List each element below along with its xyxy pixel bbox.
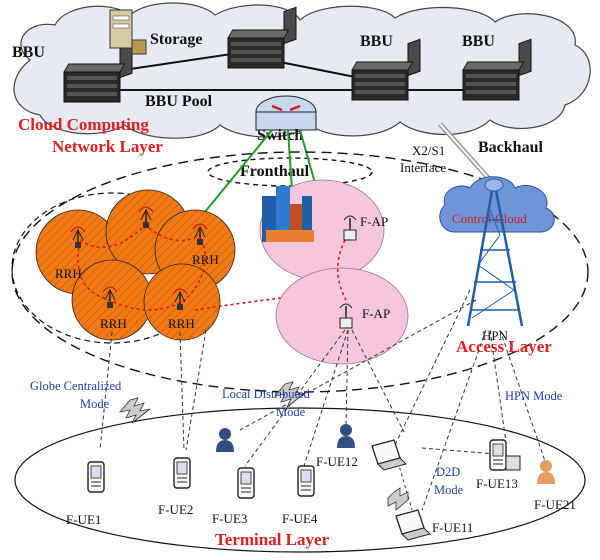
hpn-label: HPN	[482, 328, 509, 343]
ue1-phone-icon	[87, 461, 105, 493]
fronthaul-label: Fronthaul	[240, 163, 310, 180]
bbu-left-label: BBU	[12, 44, 45, 61]
ue12-laptop-icon	[371, 439, 407, 471]
interface-label-1: X2/S1	[412, 143, 445, 158]
ue4-label: F-UE4	[282, 511, 318, 526]
ue2-user-icon	[216, 428, 234, 452]
rrh-cluster	[11, 189, 236, 344]
fronthaul-link-city	[287, 129, 293, 191]
hpn-tower-icon	[466, 178, 524, 327]
globe-mode-label-2: Mode	[80, 397, 110, 411]
rrh-label-1: RRH	[55, 266, 82, 281]
switch-icon	[255, 95, 317, 131]
ue11-laptop-icon	[395, 509, 431, 541]
ue11-label: F-UE11	[432, 520, 473, 535]
d2d-mode-label-1: D2D	[436, 465, 460, 479]
ue12-user-icon	[337, 424, 355, 448]
control-cloud-label: Control Cloud	[452, 211, 527, 226]
bbu-storage-link	[109, 51, 246, 73]
rrh-label-2: RRH	[192, 252, 219, 267]
terminal-layer-boundary	[14, 407, 586, 553]
cloud-layer-label-2: Network Layer	[52, 137, 163, 156]
terminal-layer-label: Terminal Layer	[215, 530, 330, 549]
ue1-label: F-UE1	[66, 512, 101, 527]
ue3-phone-icon	[237, 467, 255, 499]
hpn-mode-label: HPN Mode	[505, 389, 563, 403]
fap-upper-label: F-AP	[360, 214, 388, 229]
control-cloud-icon	[439, 176, 555, 233]
x2-s1-arrow-inner	[439, 123, 491, 181]
wireless-links	[99, 289, 547, 511]
d2d-mode-label-2: Mode	[434, 483, 464, 497]
fronthaul-link-rrh	[199, 129, 273, 219]
access-layer-label: Access Layer	[456, 337, 552, 356]
local-mode-label-1: Local Distributed	[222, 387, 311, 401]
fap-lower-label: F-AP	[362, 306, 390, 321]
ue21-user-icon	[537, 460, 555, 484]
bbu-mid-label: BBU	[360, 33, 393, 50]
ue13-label: F-UE13	[476, 476, 518, 491]
fap-coverage-lower	[275, 267, 409, 365]
ue13-phone-icon	[489, 439, 507, 471]
bbu-pool-label: BBU Pool	[145, 93, 213, 110]
ue12-label: F-UE12	[316, 454, 358, 469]
backhaul-label: Backhaul	[478, 139, 543, 156]
switch-label: Switch	[257, 127, 303, 144]
globe-mode-label-1: Globe Centralized	[30, 379, 122, 393]
ue21-label: F-UE21	[534, 497, 576, 512]
cloud-shape	[13, 2, 591, 139]
bbu-right-label: BBU	[462, 33, 495, 50]
cloud-layer-label-1: Cloud Computing	[18, 115, 149, 134]
access-layer-boundary	[11, 151, 589, 393]
ue2-label: F-UE2	[158, 502, 193, 517]
ue3-label: F-UE3	[212, 511, 247, 526]
rrh-label-3: RRH	[100, 316, 127, 331]
local-mode-label-2: Mode	[276, 405, 306, 419]
storage-label: Storage	[150, 31, 202, 48]
rrh-label-4: RRH	[168, 316, 195, 331]
ue13-dock-icon	[505, 455, 521, 471]
fap-coop-link	[336, 239, 347, 301]
ue4-phone-icon	[297, 465, 315, 497]
ue2-phone-icon	[173, 457, 191, 489]
interface-label-2: Interface	[400, 160, 446, 175]
zigzag-links	[118, 381, 409, 511]
storage-icon	[109, 9, 147, 55]
city-buildings-icon	[262, 186, 314, 242]
